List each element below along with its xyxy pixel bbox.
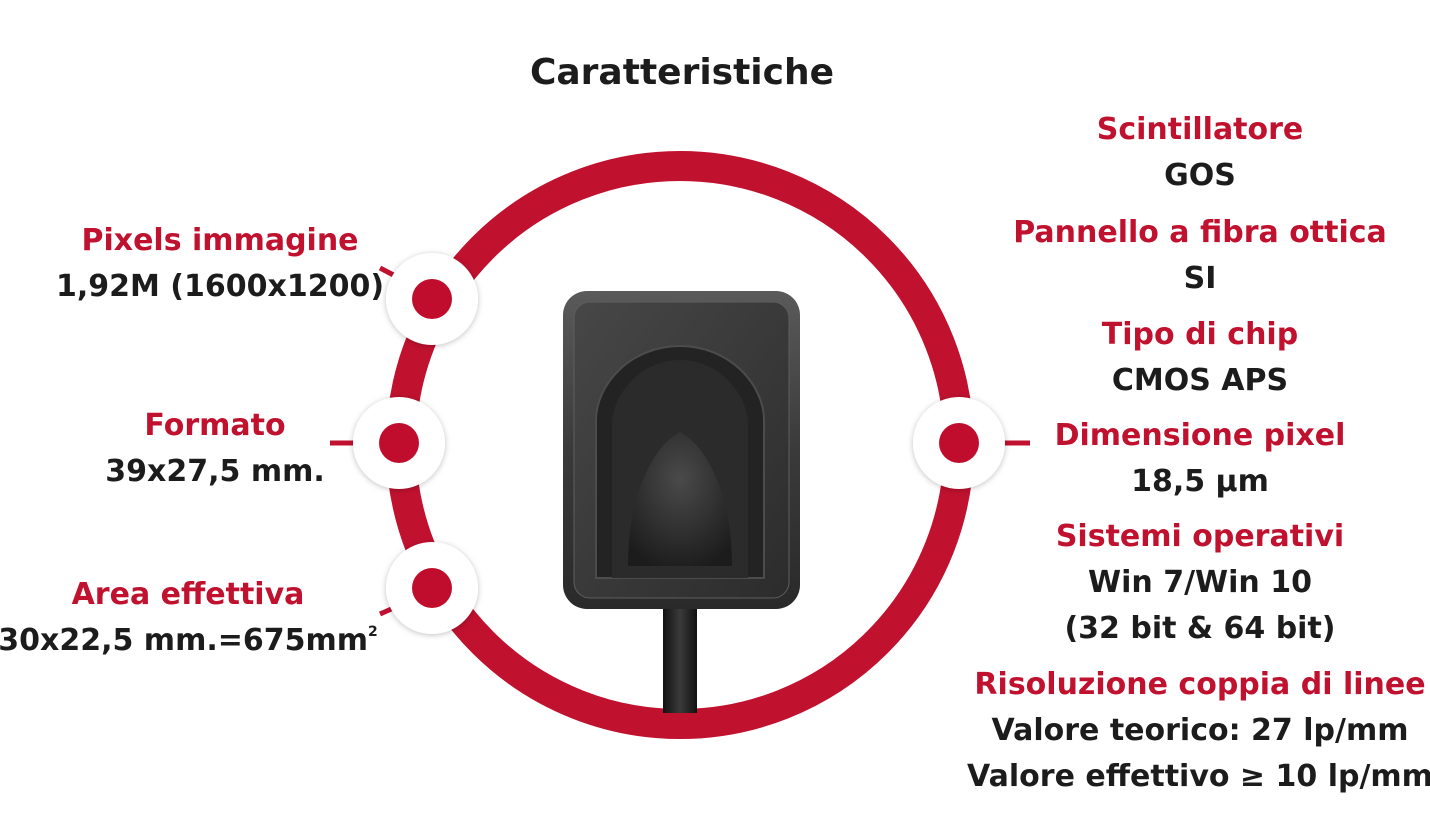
spec-value: 39x27,5 mm. xyxy=(105,454,325,489)
spec-label: Tipo di chip xyxy=(1101,317,1299,352)
spec-formato: Formato 39x27,5 mm. xyxy=(105,403,324,495)
spec-label: Pannello a fibra ottica xyxy=(1013,215,1387,250)
sensor-dome xyxy=(628,432,732,566)
spec-pannello-fibra-ottica: Pannello a fibra ottica SI xyxy=(1013,210,1387,302)
spec-value-secondary: (32 bit & 64 bit) xyxy=(1064,611,1336,646)
spec-risoluzione-linee: Risoluzione coppia di linee Valore teori… xyxy=(967,662,1430,800)
spec-tipo-di-chip: Tipo di chip CMOS APS xyxy=(1102,312,1298,404)
spec-value-secondary: Valore effettivo ≥ 10 lp/mm xyxy=(967,759,1430,794)
marker-dot-formato xyxy=(353,397,445,489)
spec-area-effettiva: Area effettiva 30x22,5 mm.=675mm2 xyxy=(0,572,378,664)
spec-value: Win 7/Win 10 xyxy=(1088,565,1312,600)
spec-scintillatore: Scintillatore GOS xyxy=(1097,107,1304,199)
spec-sistemi-operativi: Sistemi operativi Win 7/Win 10 (32 bit &… xyxy=(1056,514,1344,652)
spec-value: SI xyxy=(1183,261,1217,296)
spec-dimensione-pixel: Dimensione pixel 18,5 µm xyxy=(1055,413,1346,505)
spec-value: Valore teorico: 27 lp/mm xyxy=(991,713,1409,748)
spec-label: Scintillatore xyxy=(1096,112,1304,147)
spec-label: Dimensione pixel xyxy=(1054,418,1346,453)
spec-label: Formato xyxy=(144,408,286,443)
spec-value: 18,5 µm xyxy=(1131,464,1269,499)
spec-label: Area effettiva xyxy=(71,577,305,612)
marker-dot-area xyxy=(386,542,478,634)
spec-label: Risoluzione coppia di linee xyxy=(974,667,1426,702)
spec-value: 1,92M (1600x1200) xyxy=(55,269,385,304)
spec-value: GOS xyxy=(1164,158,1236,193)
spec-value: CMOS APS xyxy=(1111,363,1289,398)
spec-value-superscript: 2 xyxy=(368,624,378,640)
spec-value: 30x22,5 mm.=675mm2 xyxy=(0,618,378,664)
page-title: Caratteristiche xyxy=(529,52,835,93)
spec-pixels-immagine: Pixels immagine 1,92M (1600x1200) xyxy=(56,218,384,310)
marker-dot-pixels xyxy=(386,253,478,345)
spec-value-text: 30x22,5 mm.=675mm xyxy=(0,623,369,658)
marker-dot-dimensione xyxy=(913,397,1005,489)
spec-label: Sistemi operativi xyxy=(1055,519,1345,554)
spec-label: Pixels immagine xyxy=(81,223,359,258)
